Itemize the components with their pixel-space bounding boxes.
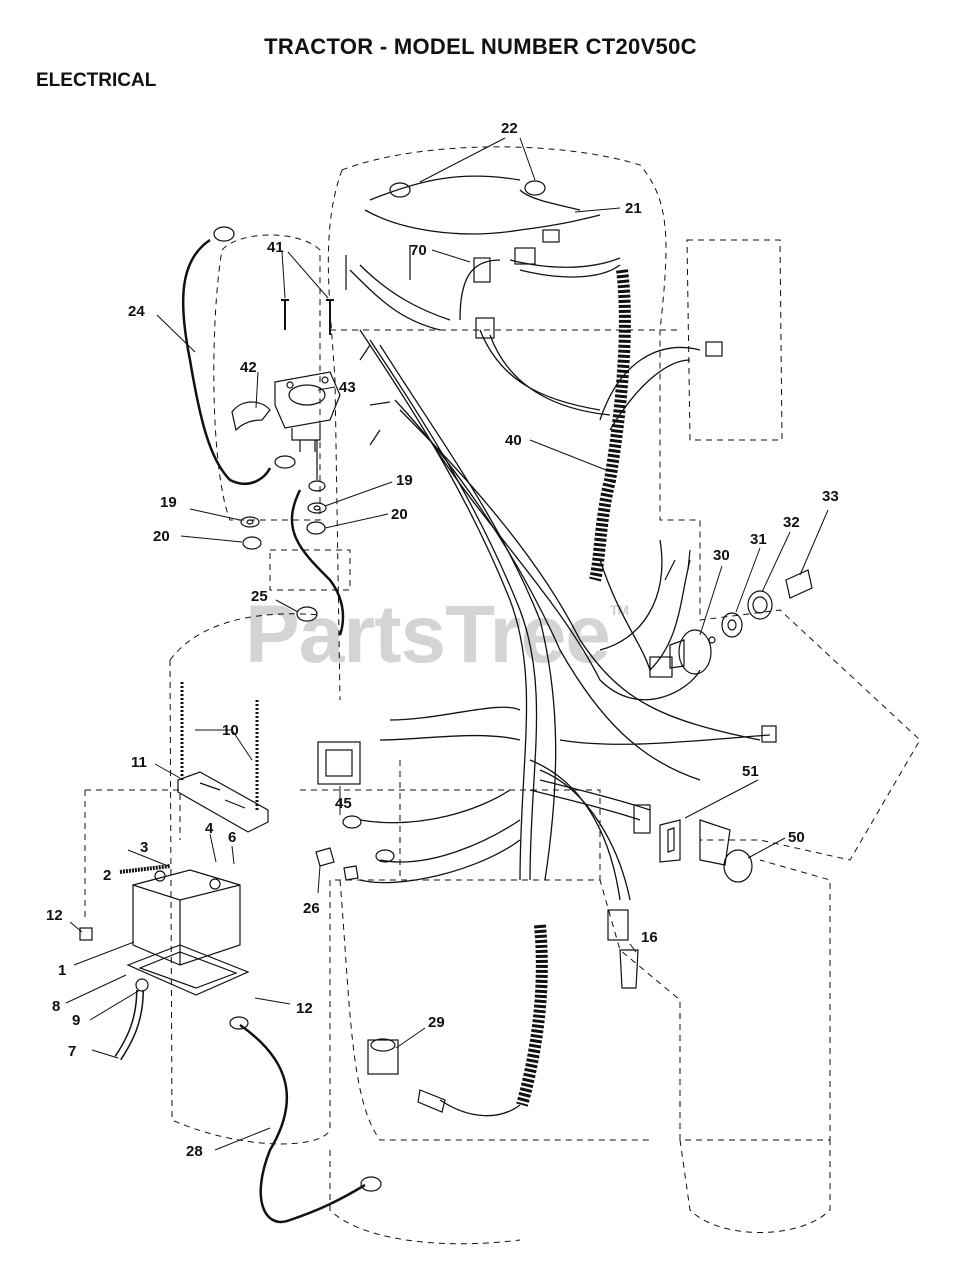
ignition-switch-30 [669, 629, 716, 675]
callout-19-left: 19 [160, 494, 177, 511]
callout-11: 11 [131, 754, 147, 771]
hold-down-11 [177, 771, 269, 833]
main-harness [349, 175, 771, 901]
callout-25: 25 [251, 588, 268, 605]
callout-43: 43 [339, 379, 356, 396]
watermark-tm: TM [609, 602, 629, 618]
callout-20-right: 20 [391, 506, 408, 523]
tractor-outline [84, 146, 921, 1245]
callout-1: 1 [58, 962, 66, 979]
solenoid-43 [274, 371, 341, 452]
callout-32: 32 [783, 514, 800, 531]
callout-24: 24 [128, 303, 145, 320]
callout-20-left: 20 [153, 528, 170, 545]
callout-33: 33 [822, 488, 839, 505]
callout-40: 40 [505, 432, 522, 449]
callout-9: 9 [72, 1012, 80, 1029]
fuse-26 [315, 847, 335, 867]
callout-70: 70 [410, 242, 427, 259]
cable-24 [181, 238, 272, 485]
coiled-sleeve-lower [516, 924, 548, 1107]
coiled-sleeve-40 [589, 269, 631, 582]
callout-2: 2 [103, 867, 111, 884]
battery-1 [132, 869, 241, 966]
callout-19-right: 19 [396, 472, 413, 489]
callout-4: 4 [205, 820, 214, 837]
cable-25 [290, 489, 345, 636]
cable-28 [239, 1023, 366, 1224]
section-title: ELECTRICAL [36, 70, 157, 91]
callout-30: 30 [713, 547, 730, 564]
callout-12-left: 12 [46, 907, 63, 924]
callout-42: 42 [240, 359, 257, 376]
callout-51: 51 [742, 763, 759, 780]
watermark: PartsTreeTM [245, 588, 629, 682]
cable-29 [439, 1099, 521, 1117]
callout-16: 16 [641, 929, 658, 946]
callout-22: 22 [501, 120, 518, 137]
watermark-text: PartsTree [245, 589, 611, 680]
relay-29 [367, 1038, 399, 1075]
battery-tray-8 [126, 944, 250, 996]
key-33 [785, 569, 813, 599]
callout-26: 26 [303, 900, 320, 917]
callout-41: 41 [267, 239, 284, 256]
pto-switch-50 [699, 819, 753, 883]
callout-50: 50 [788, 829, 805, 846]
callout-10: 10 [222, 722, 239, 739]
bolt-3 [119, 864, 171, 874]
callout-6: 6 [228, 829, 236, 846]
callout-31: 31 [750, 531, 767, 548]
connector-16 [619, 949, 639, 989]
callout-45: 45 [335, 795, 352, 812]
callout-28: 28 [186, 1143, 203, 1160]
callout-8: 8 [52, 998, 60, 1015]
callout-12-right: 12 [296, 1000, 313, 1017]
page-title: TRACTOR - MODEL NUMBER CT20V50C [264, 34, 697, 59]
callout-7: 7 [68, 1043, 76, 1060]
callout-3: 3 [140, 839, 148, 856]
callout-29: 29 [428, 1014, 445, 1031]
callout-21: 21 [625, 200, 642, 217]
